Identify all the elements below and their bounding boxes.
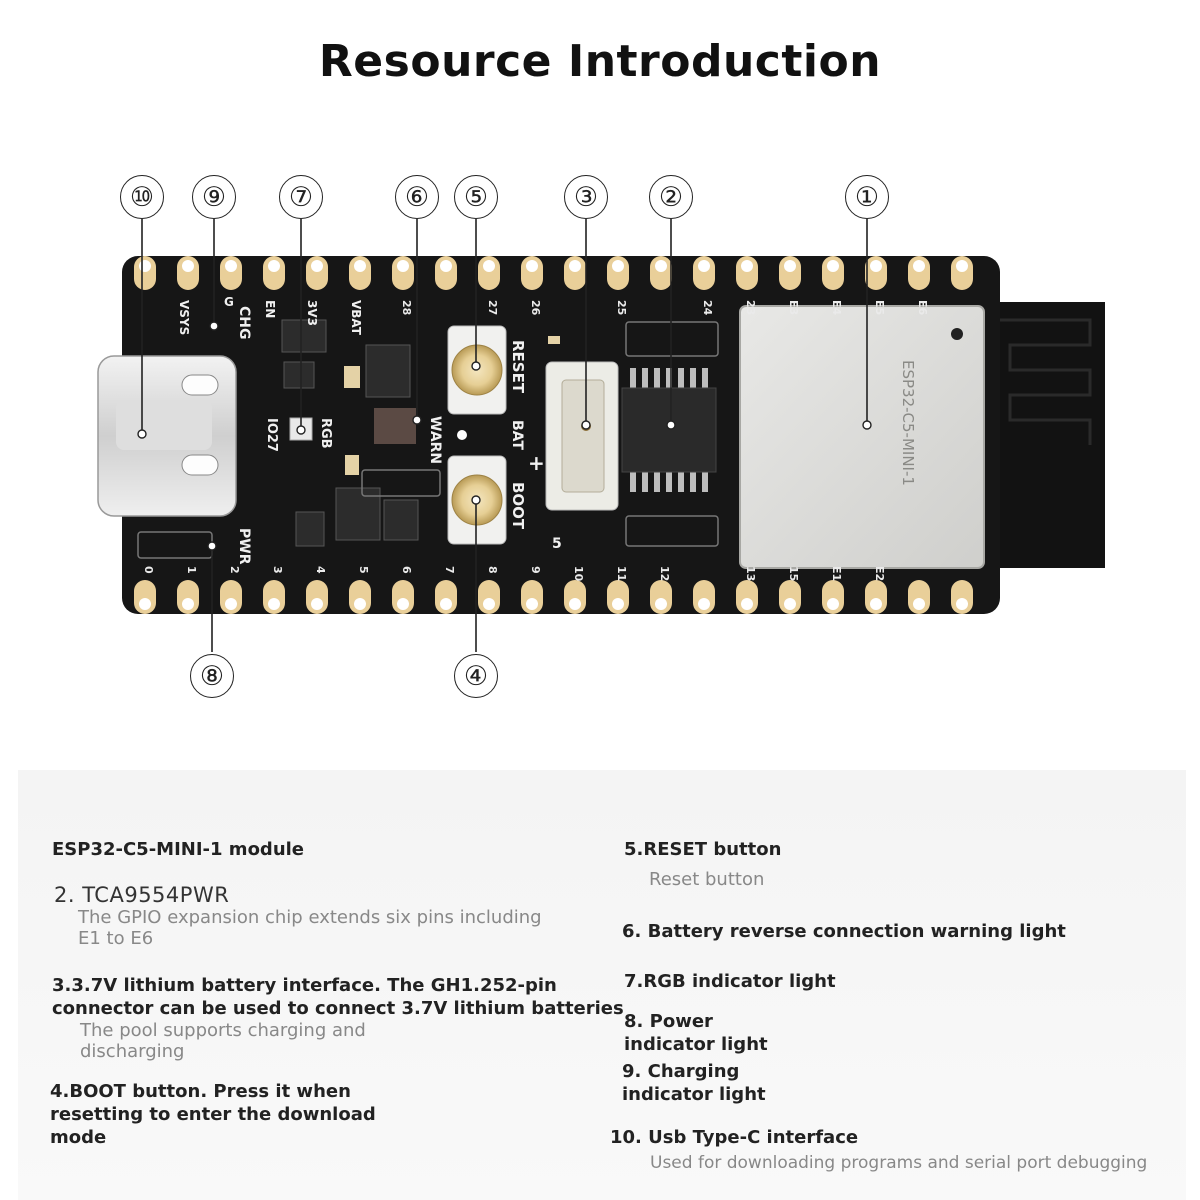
board-illustration: ESP32-C5-MINI-1 RESET BOOT WARN BAT CHG … <box>97 219 1105 652</box>
item-4-title-line-1: 4.BOOT button. Press it when <box>50 1081 351 1102</box>
callout-6: ⑥ <box>395 175 439 219</box>
item-8-title-line-1: 8. Power <box>624 1011 713 1032</box>
top-pin-label: 24 <box>701 300 714 316</box>
item-5-desc: Reset button <box>649 869 765 890</box>
item-6-title: 6. Battery reverse connection warning li… <box>622 921 1066 942</box>
io27-label: IO27 <box>264 418 279 452</box>
bottom-pin-label: 15 <box>787 566 800 581</box>
item-8: 8. Power indicator light <box>624 1010 768 1056</box>
page-title: Resource Introduction <box>318 36 882 87</box>
item-3-title-line-2: connector can be used to connect 3.7V li… <box>52 998 624 1019</box>
callout-10: ⑩ <box>120 175 164 219</box>
callout-2: ② <box>649 175 693 219</box>
bottom-pin-label: 1 <box>185 566 198 574</box>
callout-1: ① <box>845 175 889 219</box>
item-5: 5.RESET button Reset button <box>624 838 781 890</box>
callout-9: ⑨ <box>192 175 236 219</box>
esp32-module-shield <box>739 305 985 569</box>
item-3-title-line-1: 3.3.7V lithium battery interface. The GH… <box>52 975 557 996</box>
bottom-pin-label: 2 <box>228 566 241 574</box>
bottom-pin-label: 3 <box>271 566 284 574</box>
top-pin-label: 25 <box>615 300 628 315</box>
board-diagram: ESP32-C5-MINI-1 RESET BOOT WARN BAT CHG … <box>97 175 1105 698</box>
io-expander-chip-pins <box>630 368 708 492</box>
bottom-pin-label: E1 <box>830 566 843 581</box>
v33-label: 3V3 <box>305 300 319 326</box>
callout-8: ⑧ <box>190 654 234 698</box>
top-pin-label: 27 <box>486 300 499 315</box>
item-4: 4.BOOT button. Press it when resetting t… <box>50 1080 376 1149</box>
info-panel <box>18 770 1186 1200</box>
item-9-title-line-1: 9. Charging <box>622 1061 740 1082</box>
bottom-pin-label: 12 <box>658 566 671 581</box>
item-2-desc-line-2: E1 to E6 <box>78 928 154 949</box>
top-pin-label: E3 <box>787 300 800 315</box>
item-1: ESP32-C5-MINI-1 module <box>52 838 304 861</box>
item-10: 10. Usb Type-C interface Used for downlo… <box>610 1126 1147 1174</box>
bottom-pin-label: 9 <box>529 566 542 574</box>
callout-4: ④ <box>454 654 498 698</box>
module-label: ESP32-C5-MINI-1 <box>899 360 917 486</box>
en-label: EN <box>263 300 277 318</box>
item-8-title-line-2: indicator light <box>624 1034 768 1055</box>
item-3: 3.3.7V lithium battery interface. The GH… <box>52 974 624 1062</box>
io-expander-chip <box>621 387 717 473</box>
bottom-pin-label: 11 <box>615 566 628 581</box>
g-label: G <box>224 295 234 309</box>
bottom-pin-label: 5 <box>357 566 370 574</box>
bottom-pin-label: 10 <box>572 566 585 582</box>
item-2-title: 2. TCA9554PWR <box>54 883 230 907</box>
item-9-title-line-2: indicator light <box>622 1084 766 1105</box>
bottom-pin-label: 0 <box>142 566 155 574</box>
plus-label: + <box>528 451 545 475</box>
item-3-desc-line-2: discharging <box>80 1041 185 1062</box>
warn-led <box>374 408 416 444</box>
vsys-label: VSYS <box>177 300 191 335</box>
vbat-label: VBAT <box>349 300 363 336</box>
warn-label: WARN <box>427 416 443 464</box>
callout-7: ⑦ <box>279 175 323 219</box>
item-1-title: ESP32-C5-MINI-1 module <box>52 839 305 860</box>
item-6: 6. Battery reverse connection warning li… <box>622 920 1066 943</box>
pwr-label: PWR <box>236 528 252 565</box>
chg-label: CHG <box>236 306 252 339</box>
item-7: 7.RGB indicator light <box>624 970 836 993</box>
item-9: 9. Charging indicator light <box>622 1060 766 1106</box>
callout-5: ⑤ <box>454 175 498 219</box>
chip-mark: 5 <box>552 536 562 552</box>
boot-label: BOOT <box>509 482 527 530</box>
item-3-desc-line-1: The pool supports charging and <box>80 1020 366 1041</box>
item-5-title: 5.RESET button <box>624 839 782 860</box>
top-pin-label: 23 <box>744 300 757 315</box>
top-pin-label: 26 <box>529 300 542 316</box>
item-7-title: 7.RGB indicator light <box>624 971 836 992</box>
antenna-area <box>985 302 1105 568</box>
item-2: 2. TCA9554PWR The GPIO expansion chip ex… <box>54 883 542 950</box>
bat-label: BAT <box>509 420 525 450</box>
reset-label: RESET <box>509 340 527 394</box>
top-pin-label: E4 <box>830 300 843 316</box>
bottom-pin-label: 6 <box>400 566 413 574</box>
top-pin-label: 28 <box>400 300 413 315</box>
rgb-label: RGB <box>318 418 333 449</box>
bottom-pin-label: 13 <box>744 566 757 581</box>
bottom-pin-label: 4 <box>314 566 327 574</box>
bottom-pin-label: 8 <box>486 566 499 574</box>
item-10-title: 10. Usb Type-C interface <box>610 1127 859 1148</box>
bottom-pin-label: E2 <box>873 566 886 581</box>
top-pin-label: E6 <box>916 300 929 316</box>
item-4-title-line-2: resetting to enter the download <box>50 1104 376 1125</box>
item-10-desc: Used for downloading programs and serial… <box>650 1153 1148 1173</box>
item-4-title-line-3: mode <box>50 1127 107 1148</box>
bottom-pin-label: 7 <box>443 566 456 574</box>
item-2-desc-line-1: The GPIO expansion chip extends six pins… <box>78 907 542 928</box>
callout-3: ③ <box>564 175 608 219</box>
top-pin-label: E5 <box>873 300 886 315</box>
